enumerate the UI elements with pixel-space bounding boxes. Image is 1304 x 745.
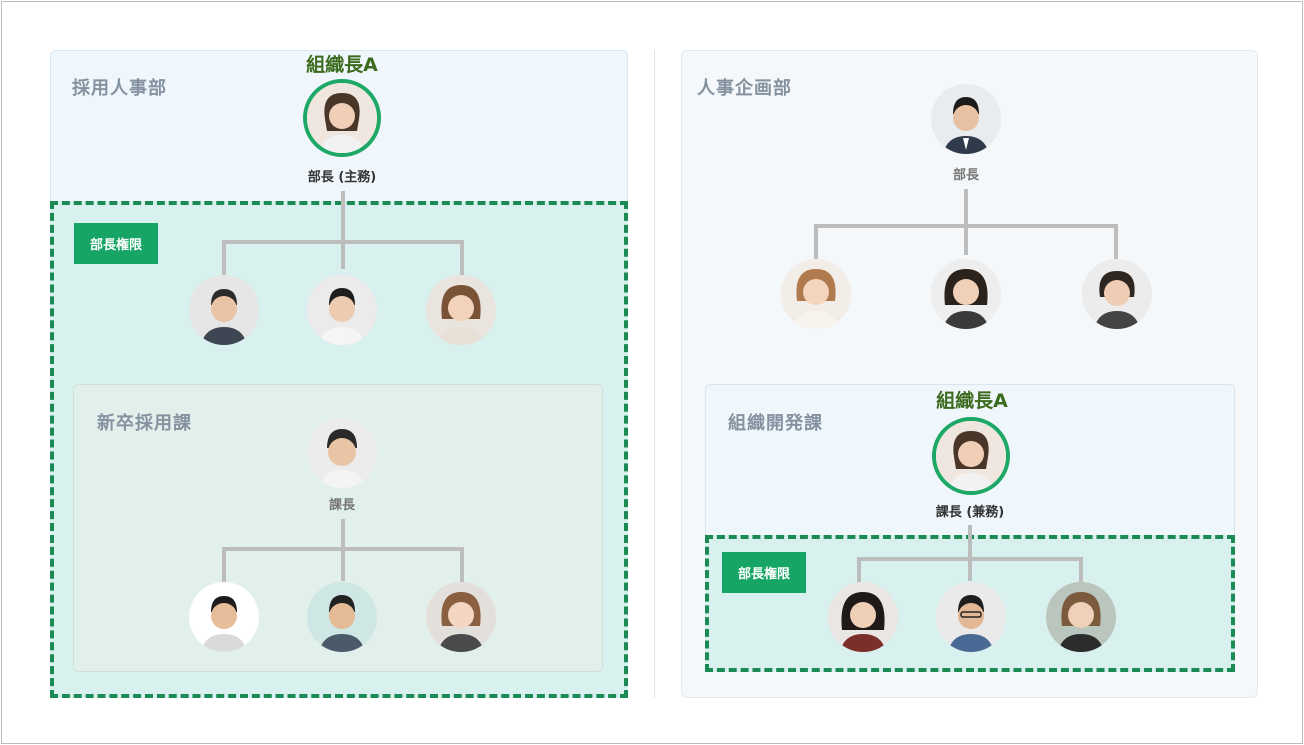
person-avatar-icon [936,421,1006,491]
tree-line [968,525,972,581]
tree-line [222,547,226,582]
tree-line [1079,557,1083,583]
tree-line [814,224,1118,228]
person-avatar-icon [307,83,377,153]
person-avatar-icon [307,275,377,345]
member-avatar [931,259,1001,329]
dept-head-avatar-left [303,79,381,157]
person-avatar-icon [781,259,851,329]
column-divider [654,50,655,698]
sub-dept-title-right: 組織開発課 [728,413,823,434]
authority-badge-left: 部長権限 [74,223,159,264]
member-avatar [781,259,851,329]
tree-line [460,240,464,276]
person-avatar-icon [426,582,496,652]
person-avatar-icon [931,84,1001,154]
authority-badge-right: 部長権限 [722,552,807,593]
section-head-role-left: 課長 [328,498,356,513]
sub-dept-title-left: 新卒採用課 [97,413,192,434]
tree-line [460,547,464,582]
person-avatar-icon [426,275,496,345]
person-avatar-icon [828,582,898,652]
tree-line [964,189,968,255]
member-avatar [426,582,496,652]
tree-line [222,547,464,551]
dept-title-left: 採用人事部 [72,78,167,99]
member-avatar [1082,259,1152,329]
tree-line [222,240,226,276]
person-avatar-icon [931,259,1001,329]
member-avatar [936,582,1006,652]
person-avatar-icon [189,582,259,652]
tree-line [222,240,464,244]
tree-line [1114,224,1118,260]
tree-line [814,224,818,260]
member-avatar [828,582,898,652]
member-avatar [426,275,496,345]
tree-line [857,557,1083,561]
person-avatar-icon [936,582,1006,652]
tree-line [857,557,861,583]
dept-head-avatar-right [931,84,1001,154]
org-head-label-right: 組織長A [936,390,1008,412]
member-avatar [307,582,377,652]
member-avatar [307,275,377,345]
member-avatar [1046,582,1116,652]
person-avatar-icon [307,418,377,488]
member-avatar [189,582,259,652]
person-avatar-icon [1046,582,1116,652]
section-head-avatar-right [932,417,1010,495]
dept-head-role-right: 部長 [952,168,980,183]
person-avatar-icon [189,275,259,345]
section-head-role-right: 課長 (兼務) [935,505,1005,520]
org-head-label-left: 組織長A [306,54,378,76]
member-avatar [189,275,259,345]
dept-head-role-left: 部長 (主務) [307,170,377,185]
tree-line [341,191,345,269]
dept-title-right: 人事企画部 [697,78,792,99]
person-avatar-icon [1082,259,1152,329]
person-avatar-icon [307,582,377,652]
section-head-avatar-left [307,418,377,488]
